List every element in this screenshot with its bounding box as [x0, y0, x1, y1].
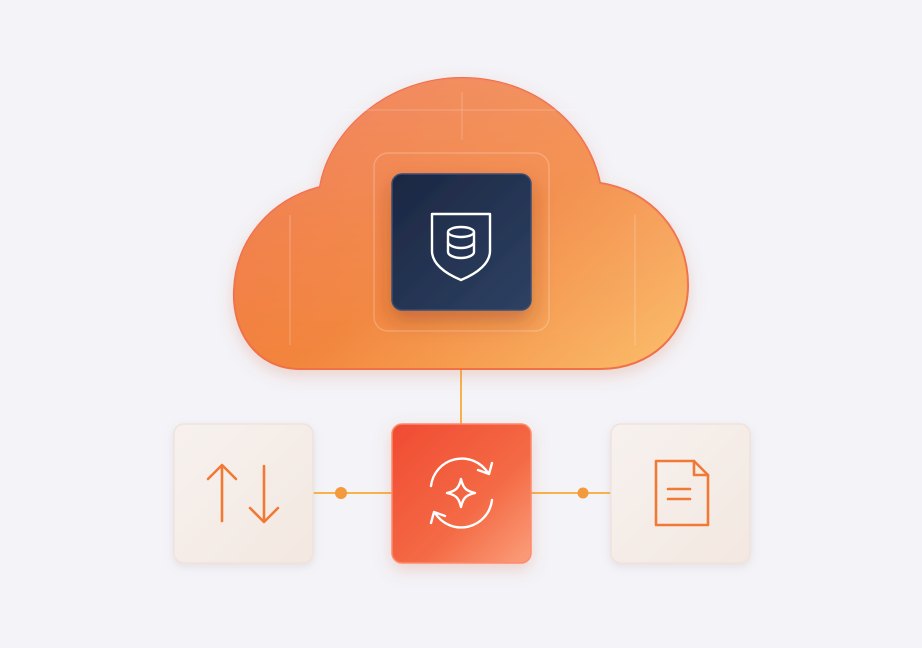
arrows-up-down-icon [206, 463, 280, 524]
transfer-connector-dot [335, 487, 347, 499]
secure-database-tile [391, 173, 532, 311]
sync-sparkle-icon [429, 457, 494, 529]
document-icon [654, 459, 710, 527]
transfer-tile [173, 423, 314, 564]
database-shield-icon [430, 212, 492, 282]
document-connector-dot [577, 487, 589, 499]
document-tile [610, 423, 751, 564]
connector-lines [313, 368, 611, 499]
sync-engine-tile [391, 423, 532, 564]
